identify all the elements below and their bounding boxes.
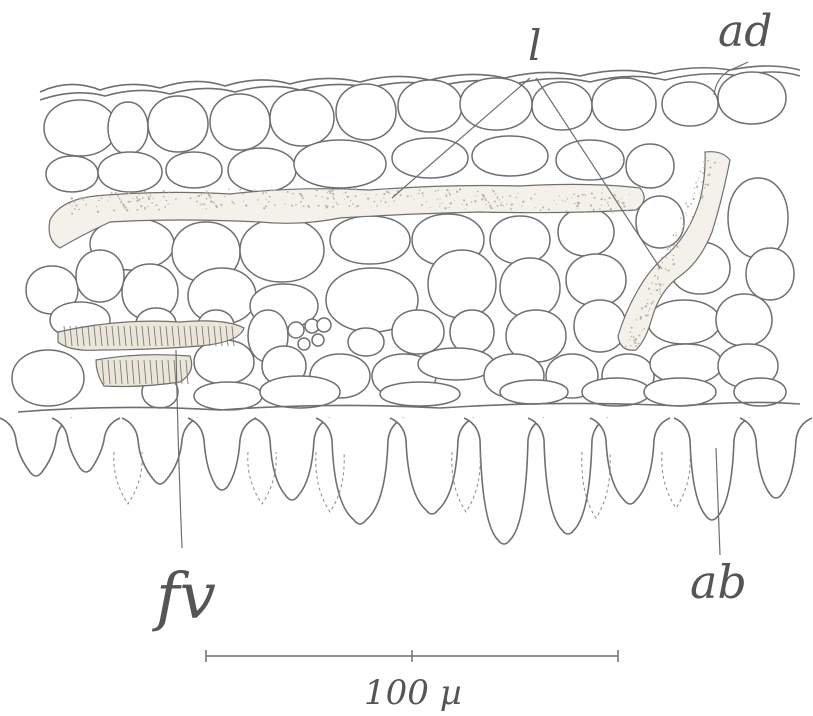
papilla-cell [0,418,72,476]
epidermal-cell [294,140,386,188]
epidermal-cell [592,78,656,130]
label-l: l [528,21,541,70]
epidermal-cell [626,144,674,188]
mesophyll-cell [728,178,788,258]
epidermal-cell [718,72,786,124]
scale-bar: 100 µ [206,650,618,713]
papilla-cell [674,418,750,520]
mesophyll-cell [582,378,650,406]
abaxial-papillae [0,418,812,544]
epidermal-cell [44,100,116,156]
mesophyll-cell [392,310,444,354]
mesophyll-cell [490,216,550,264]
epidermal-cell [398,80,462,132]
papilla-dashed-outline [662,452,690,508]
mesophyll-cell [12,350,84,406]
mesophyll-cell [746,248,794,300]
epidermal-cell [228,148,296,192]
epidermal-cell [210,94,270,150]
mesophyll-cell [644,378,716,406]
mesophyll-cell [380,382,460,406]
mesophyll-cell [500,258,560,318]
mesophyll-cell [716,294,772,346]
label-fv: fv [152,560,216,634]
epidermal-cell [336,84,396,140]
mesophyll-cell [348,328,384,356]
mesophyll-cell [558,208,614,256]
scale-bar-label: 100 µ [364,673,462,713]
papilla-cell [528,418,608,534]
mesophyll-cell [330,216,410,264]
epidermal-cell [46,156,98,192]
mesophyll-cell [76,250,124,302]
papilla-dashed-outline [114,452,142,504]
papilla-cell [254,418,330,500]
epidermal-cell [472,136,548,176]
epidermal-cell [532,82,592,130]
papilla-cell [390,418,474,514]
epidermal-cell [108,102,148,154]
label-ab: ab [690,555,747,609]
papilla-cell [740,418,812,498]
adaxial-epidermis-cells [44,72,786,192]
epidermal-cell [148,96,208,152]
mesophyll-cell [194,382,262,410]
mesophyll-cell [648,300,720,344]
mesophyll-cell [636,196,684,248]
papilla-cell [52,418,120,472]
epidermal-cell [166,152,222,188]
papilla-cell [464,418,544,544]
epidermal-cell [392,138,468,178]
label-ad: ad [718,6,772,57]
mesophyll-cell [240,218,324,282]
epidermal-cell [98,152,162,192]
mesophyll-cell [574,300,626,352]
mesophyll-cell [418,348,494,380]
mesophyll-cell [500,380,568,404]
papilla-cell [316,418,404,524]
papilla-cell [590,418,670,504]
mesophyll-cell [260,376,340,408]
mesophyll-cell [194,340,254,384]
mesophyll-cell [566,254,626,306]
small-cell-cluster [288,318,331,350]
papilla-cell [122,418,198,484]
abaxial-papillae-dashed-outlines [114,452,690,518]
epidermal-cell [662,82,718,126]
mesophyll-cell [428,250,496,318]
papilla-cell [188,418,256,490]
epidermal-cell [270,90,334,146]
